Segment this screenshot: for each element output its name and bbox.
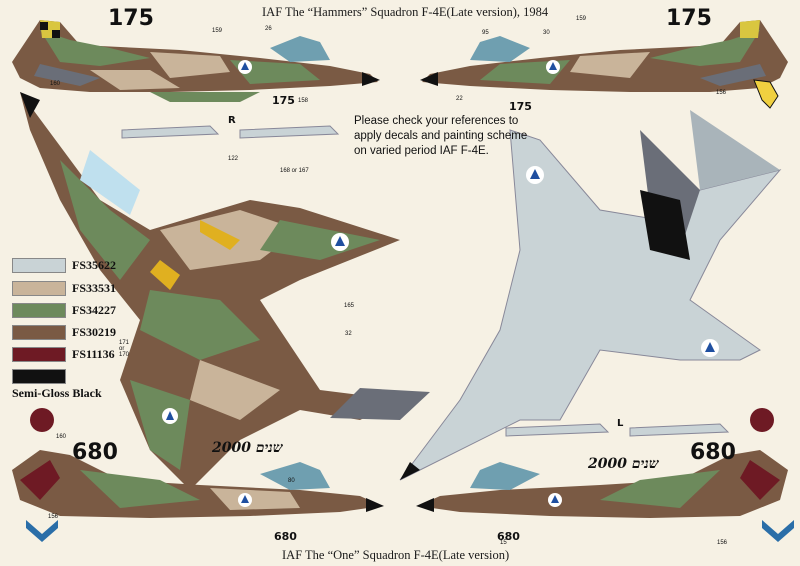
- legend-label: FS35622: [72, 258, 117, 272]
- left-side-label: L: [617, 418, 624, 429]
- script-text-right: 2000 שנים: [588, 456, 659, 472]
- bottom-title: IAF The “One” Squadron F-4E(Late version…: [282, 548, 510, 562]
- callout-158: 158: [298, 98, 309, 104]
- one-left-profile: [12, 408, 384, 542]
- callout-32: 32: [345, 331, 352, 337]
- legend-label: FS30219: [72, 325, 117, 339]
- nose-number-one-right: 680: [497, 530, 520, 543]
- callout-168: 168 or 167: [280, 168, 309, 174]
- reference-note: Please check your references to apply de…: [354, 115, 528, 157]
- legend-row-fs34227: FS34227: [12, 303, 147, 318]
- tail-number-left: 175: [108, 6, 154, 31]
- legend-swatch: [12, 258, 66, 273]
- legend-swatch: [12, 325, 66, 340]
- legend-label: FS33531: [72, 281, 117, 295]
- drop-tanks: [121, 125, 730, 437]
- tail-number-one-right: 680: [690, 440, 736, 465]
- callout-80: 80: [288, 478, 295, 484]
- legend-label: FS34227: [72, 303, 117, 317]
- one-right-profile: [416, 408, 794, 542]
- callout-156-right-bottom: 156: [717, 540, 728, 546]
- callout-160-bottom: 160: [56, 434, 67, 440]
- callout-156: 156: [716, 90, 727, 96]
- callout-171: 171 or 170: [119, 340, 130, 358]
- top-title: IAF The “Hammers” Squadron F-4E(Late ver…: [262, 5, 549, 19]
- callout-15: 15: [500, 540, 507, 546]
- callout-165: 165: [344, 303, 355, 309]
- nose-number-left: 175: [272, 94, 295, 107]
- hammers-left-profile: [12, 20, 380, 102]
- callout-160: 160: [50, 81, 61, 87]
- callout-30: 30: [543, 30, 550, 36]
- legend-swatch: [12, 347, 66, 362]
- legend-swatch: [12, 369, 66, 384]
- callout-122: 122: [228, 156, 239, 162]
- top-view-planform: [20, 92, 430, 490]
- legend-row-fs30219: FS30219: [12, 325, 147, 340]
- nose-number-right: 175: [509, 100, 532, 113]
- script-text-left: 2000 שנים: [212, 440, 283, 456]
- callout-26: 26: [265, 26, 272, 32]
- legend-label: FS11136: [72, 347, 115, 361]
- callout-22: 22: [456, 96, 463, 102]
- nose-number-one-left: 680: [274, 530, 297, 543]
- tail-number-right: 175: [666, 6, 712, 31]
- callout-156-bottom: 156: [48, 514, 59, 520]
- callout-159: 159: [212, 28, 223, 34]
- hammers-right-profile: [420, 20, 788, 109]
- legend-row-semi-gloss: [12, 369, 147, 384]
- legend-row-fs11136: FS11136: [12, 347, 147, 362]
- legend-row-fs35622: FS35622: [12, 258, 147, 273]
- legend-swatch: [12, 281, 66, 296]
- callout-159-right: 159: [576, 16, 587, 22]
- right-side-label: R: [228, 115, 236, 126]
- legend-row-fs33531: FS33531: [12, 281, 147, 296]
- bottom-view-planform: [399, 110, 782, 481]
- legend-swatch: [12, 303, 66, 318]
- tail-number-one-left: 680: [72, 440, 118, 465]
- semi-gloss-label: Semi-Gloss Black: [12, 386, 102, 400]
- callout-95: 95: [482, 30, 489, 36]
